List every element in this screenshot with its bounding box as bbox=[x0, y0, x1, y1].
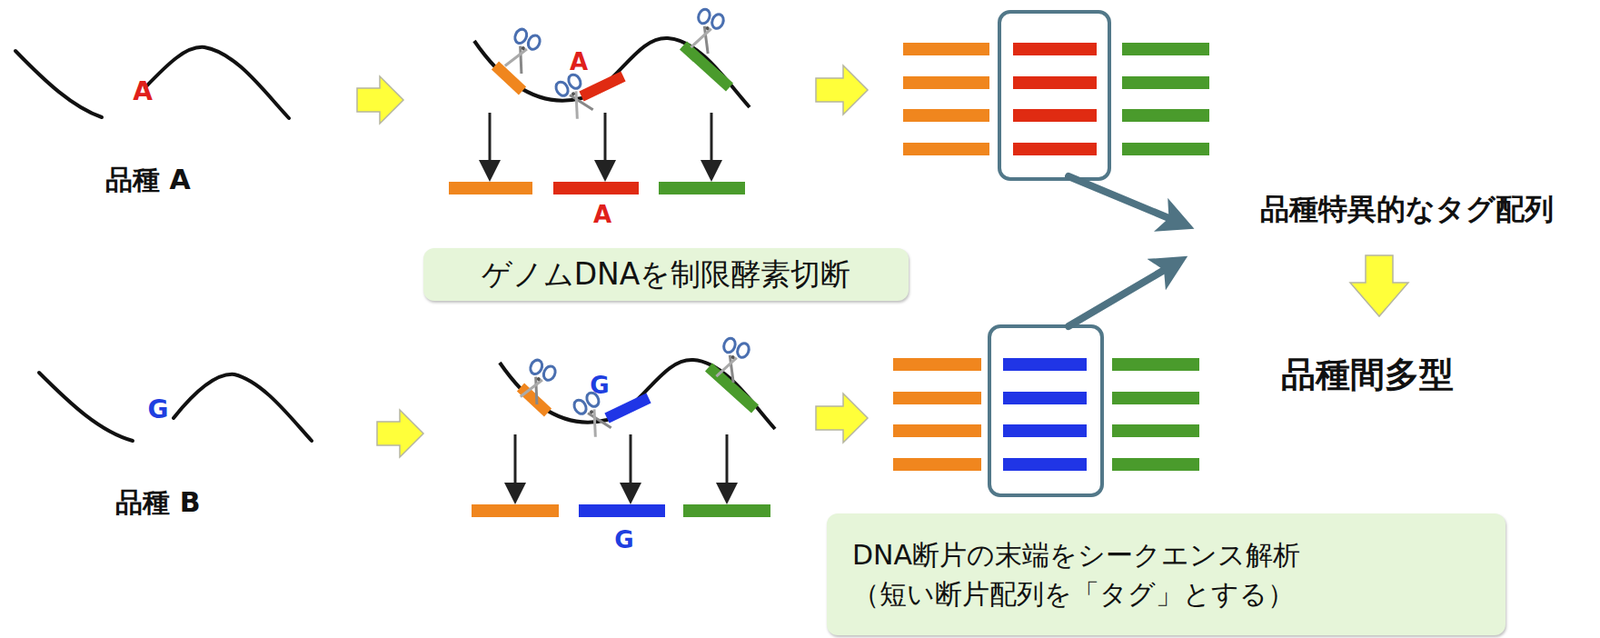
chromosome bbox=[471, 336, 776, 517]
result-text: 品種特異的なタグ配列 bbox=[1260, 193, 1554, 226]
tag-stack bbox=[893, 326, 1200, 496]
box-text: DNA断片の末端をシークエンス解析 （短い断片配列を「タグ」とする） bbox=[852, 535, 1481, 615]
result-text: 品種間多型 bbox=[1281, 356, 1454, 395]
allele-letter: G bbox=[589, 372, 609, 399]
tag-stack bbox=[903, 11, 1210, 179]
allele-letter: A bbox=[132, 78, 153, 107]
caption-box: ゲノムDNAを制限酵素切断 bbox=[423, 248, 909, 301]
variety-name: 品種 A bbox=[105, 164, 191, 195]
allele-letter: A bbox=[569, 49, 588, 76]
allele-letter: G bbox=[148, 396, 169, 425]
allele-letter: G bbox=[614, 526, 634, 554]
allele-letter: A bbox=[593, 201, 612, 229]
box-text: ゲノムDNAを制限酵素切断 bbox=[439, 256, 893, 293]
yellow-arrow bbox=[357, 65, 1409, 458]
chromosome bbox=[448, 7, 750, 195]
variety-name: 品種 B bbox=[115, 486, 200, 517]
dna-strand bbox=[39, 372, 312, 441]
caption-box: DNA断片の末端をシークエンス解析 （短い断片配列を「タグ」とする） bbox=[826, 513, 1506, 636]
dna-strand bbox=[15, 47, 289, 119]
converging-arrow bbox=[1068, 176, 1178, 327]
